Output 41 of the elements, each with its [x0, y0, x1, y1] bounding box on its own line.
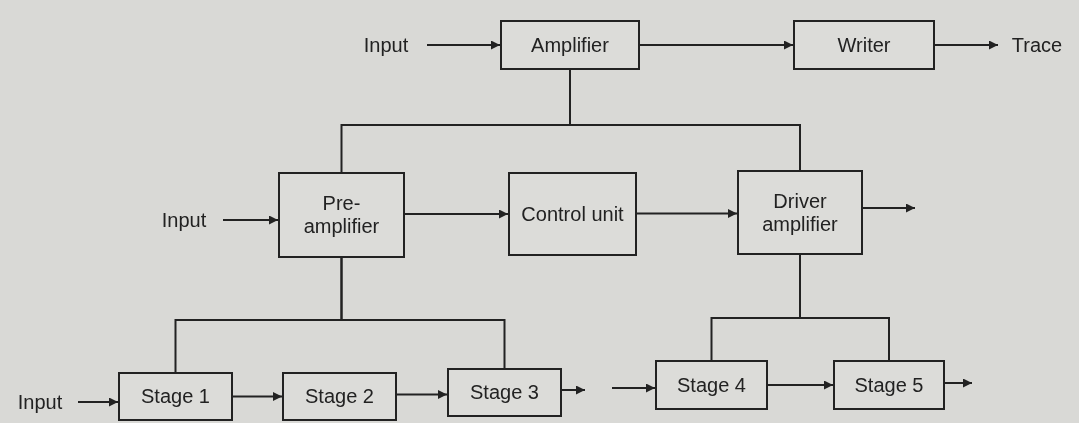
- arrow: [636, 209, 738, 218]
- arrow: [222, 215, 279, 225]
- signal-label: Input: [2, 386, 78, 418]
- arrow: [77, 397, 119, 407]
- arrow: [426, 40, 501, 50]
- block-label: Amplifier: [530, 33, 610, 57]
- arrow: [561, 385, 586, 395]
- signal-label: Trace: [998, 29, 1076, 61]
- arrow: [862, 203, 916, 213]
- connector-line: [340, 257, 506, 369]
- block-box: [500, 20, 640, 70]
- block-label: Stage 4: [676, 373, 747, 397]
- arrow: [767, 380, 834, 390]
- connector-line: [799, 254, 890, 361]
- block-box: [793, 20, 935, 70]
- signal-label: Input: [345, 29, 427, 61]
- block-box: [508, 172, 637, 256]
- block-box: [833, 360, 945, 410]
- connector-line: [569, 69, 801, 171]
- arrow: [639, 40, 794, 50]
- block-box: [282, 372, 397, 421]
- arrow: [934, 40, 999, 50]
- block-label: Stage 3: [469, 381, 540, 404]
- signal-label: Input: [145, 204, 223, 236]
- block-box: [655, 360, 768, 410]
- arrow: [944, 378, 973, 388]
- block-label: Stage 1: [140, 385, 211, 408]
- block-box: [278, 172, 405, 258]
- block-label: Driver amplifier: [761, 189, 839, 236]
- block-label: Stage 2: [304, 385, 375, 408]
- block-box: [447, 368, 562, 417]
- arrow: [396, 390, 448, 399]
- block-box: [737, 170, 863, 255]
- arrow: [611, 383, 656, 393]
- block-label: Control unit: [520, 202, 625, 226]
- block-label: Pre- amplifier: [302, 192, 381, 238]
- block-label: Stage 5: [853, 373, 925, 397]
- block-box: [118, 372, 233, 421]
- arrow: [404, 209, 509, 219]
- arrow: [232, 392, 283, 401]
- block-label: Writer: [836, 33, 892, 57]
